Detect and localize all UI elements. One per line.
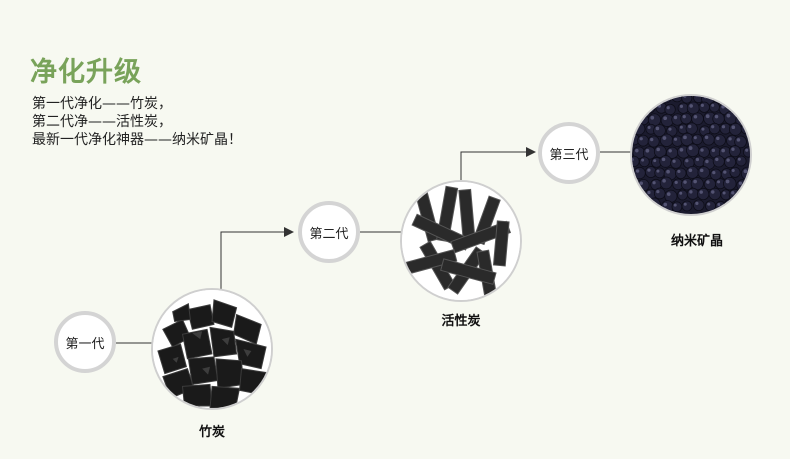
description-block: 第一代净化——竹炭， 第二代净——活性炭， 最新一代净化神器——纳米矿晶！: [32, 95, 242, 149]
arrow-head-icon: [526, 147, 536, 157]
generation-1-circle: 第一代: [54, 311, 116, 373]
activated-carbon-caption: 活性炭: [441, 314, 481, 329]
generation-1-label: 第一代: [65, 336, 105, 352]
bamboo-charcoal-caption: 竹炭: [198, 425, 226, 440]
description-line-2: 第二代净——活性炭，: [32, 114, 172, 130]
bamboo-charcoal-photo: [151, 288, 273, 410]
nano-mineral-crystal-caption: 纳米矿晶: [670, 234, 724, 249]
generation-2-label: 第二代: [309, 226, 349, 242]
arrow-head-icon: [284, 227, 294, 237]
generation-3-label: 第三代: [549, 147, 589, 163]
description-line-3: 最新一代净化神器——纳米矿晶！: [32, 132, 242, 148]
generation-3-circle: 第三代: [538, 122, 600, 184]
description-line-1: 第一代净化——竹炭，: [32, 96, 172, 112]
nano-mineral-crystal-photo: [630, 94, 752, 216]
page-title: 净化升级: [30, 57, 142, 88]
activated-carbon-photo: [400, 180, 522, 302]
generation-2-circle: 第二代: [298, 201, 360, 263]
